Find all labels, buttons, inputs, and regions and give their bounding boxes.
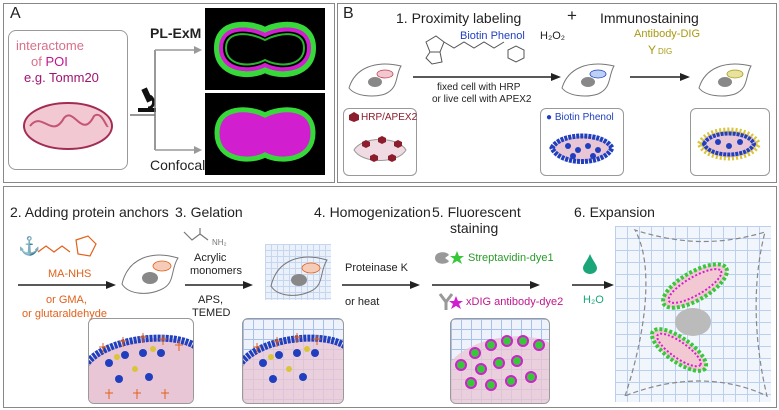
- split-arrows: [130, 46, 202, 154]
- or-gma-label: or GMA,: [46, 294, 87, 306]
- gel-zoom-box: [242, 318, 344, 404]
- streptavidin-label: Streptavidin-dye1: [468, 252, 554, 264]
- biotin-phenol-reagent: Biotin Phenol: [460, 30, 525, 42]
- stained-zoom-box: [450, 318, 550, 404]
- arrow-step4: [342, 281, 420, 289]
- step5-title-line1: 5. Fluorescent: [432, 204, 521, 220]
- ma-nhs-structure: [37, 235, 97, 257]
- live-cell-text: or live cell with APEX2: [432, 94, 532, 105]
- fixed-cell-text: fixed cell with HRP: [437, 82, 521, 93]
- microscope-icon: [138, 87, 156, 112]
- step5-title-line2: staining: [450, 220, 499, 236]
- pl-exm-image: [205, 8, 325, 90]
- step2-title: 2. Adding protein anchors: [10, 204, 169, 220]
- biotin-labeled-mito: [549, 133, 615, 164]
- or-heat-label: or heat: [345, 296, 380, 308]
- hrp-membrane-illustration: [353, 136, 407, 162]
- example-tomm20: e.g. Tomm20: [24, 70, 99, 85]
- immunostaining-title: Immunostaining: [600, 10, 699, 26]
- arrow-step2: [18, 281, 116, 289]
- aps-label: APS,: [198, 294, 224, 306]
- cell-icon-b2: [561, 63, 615, 97]
- acrylic-label-2: monomers: [190, 265, 242, 277]
- biotin-phenol-box-label: ● Biotin Phenol: [546, 112, 614, 123]
- or-glutaraldehyde-label: or glutaraldehyde: [22, 308, 108, 320]
- biotin-phenol-box-text: Biotin Phenol: [554, 112, 614, 123]
- streptavidin-icon: [435, 251, 464, 264]
- plus-sign: +: [567, 6, 577, 25]
- xdig-antibody-icon: [438, 293, 463, 310]
- step1-title: 1. Proximity labeling: [396, 10, 522, 26]
- temed-label: TEMED: [192, 307, 231, 319]
- interactome-of-poi: of POI: [31, 54, 68, 69]
- mitochondrion-illustration: [23, 102, 113, 150]
- arrow-step3: [185, 281, 253, 289]
- arrow-step1: [413, 73, 561, 81]
- acrylic-label-1: Acrylic: [194, 252, 227, 264]
- acrylamide-structure: [183, 228, 209, 241]
- pl-exm-label: PL-ExM: [150, 25, 202, 41]
- hrp-apex2-label: HRP/APEX2: [361, 112, 418, 123]
- anchor-zoom-box: [88, 318, 194, 404]
- confocal-label: Confocal: [150, 157, 206, 173]
- biotin-pin-icon: ●: [546, 112, 553, 123]
- arrow-immuno: [630, 73, 690, 81]
- antibody-labeled-mito: [696, 127, 762, 161]
- cell-icon-c2: [270, 256, 328, 296]
- nh2-label: NH₂: [212, 238, 227, 247]
- panel-a-label: A: [10, 5, 21, 22]
- panel-b-label: B: [343, 5, 354, 22]
- poi-text: POI: [45, 54, 68, 69]
- antibody-dig-label: Antibody-DIG: [634, 28, 701, 40]
- biotin-phenol-structure: [425, 35, 525, 65]
- antibody-icon: Y: [648, 43, 657, 57]
- arrow-step5: [432, 281, 540, 289]
- interactome-text: interactome: [16, 38, 84, 53]
- expanded-cell: [624, 228, 768, 398]
- step6-title: 6. Expansion: [574, 204, 655, 220]
- step3-title: 3. Gelation: [175, 204, 243, 220]
- step4-title: 4. Homogenization: [314, 204, 431, 220]
- water-drop-icon: [583, 254, 597, 274]
- confocal-image: [205, 93, 325, 175]
- anchor-icon: ⚓: [18, 236, 41, 256]
- hrp-legend-icon: [349, 112, 359, 122]
- arrow-step6: [572, 281, 614, 289]
- dig-label: DIG: [658, 47, 673, 56]
- xdig-label: xDIG antibody-dye2: [466, 296, 564, 308]
- h2o-label: H₂O: [583, 294, 604, 306]
- cell-icon-b1: [348, 63, 402, 97]
- cell-icon-c1: [121, 254, 179, 294]
- cell-icon-b3: [698, 63, 752, 97]
- of-text: of: [31, 54, 46, 69]
- ma-nhs-label: MA-NHS: [48, 268, 92, 280]
- proteinase-k-label: Proteinase K: [345, 262, 408, 274]
- h2o2-reagent: H₂O₂: [540, 30, 566, 42]
